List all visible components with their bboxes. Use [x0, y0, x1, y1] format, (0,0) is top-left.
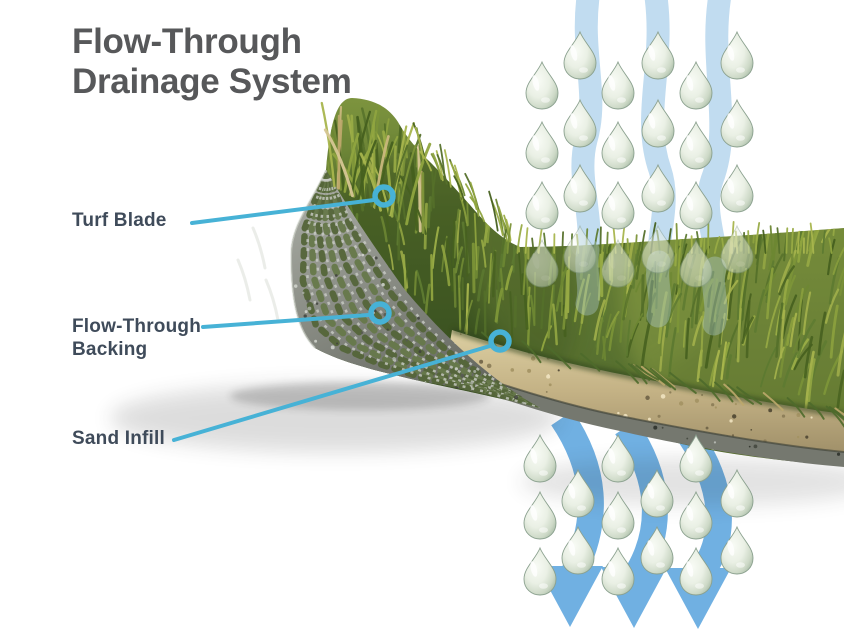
- callout-ring-icon: [488, 329, 512, 353]
- water-drop-icon: [525, 121, 559, 170]
- water-drop-icon: [601, 121, 635, 170]
- callout-line: [201, 313, 370, 329]
- water-drop-icon: [601, 181, 635, 230]
- water-drop-icon: [525, 181, 559, 230]
- title-line2: Drainage System: [72, 62, 352, 101]
- callout-line: [190, 198, 376, 225]
- callout-ring-icon: [368, 301, 392, 325]
- callout-label-turf-blade: Turf Blade: [72, 210, 167, 231]
- water-drop-icon: [523, 491, 557, 540]
- callout-label-flow-through-backing: Flow-Through Backing: [72, 316, 202, 360]
- water-drop-icon: [601, 547, 635, 596]
- title-line1: Flow-Through: [72, 22, 302, 61]
- water-drop-icon: [679, 121, 713, 170]
- turf-cross-section: [110, 98, 844, 506]
- callout-ring-icon: [372, 184, 396, 208]
- callout-line: [172, 344, 492, 442]
- water-drop-icon: [525, 61, 559, 110]
- water-drop-icon: [523, 434, 557, 483]
- backing-bottom-edge: [442, 366, 844, 467]
- water-drop-icon: [523, 547, 557, 596]
- water-drop-icon: [601, 61, 635, 110]
- diagram-title: Flow-Through Drainage System: [72, 22, 352, 102]
- callout-label-sand-infill: Sand Infill: [72, 428, 165, 449]
- callout-markers: [172, 184, 512, 442]
